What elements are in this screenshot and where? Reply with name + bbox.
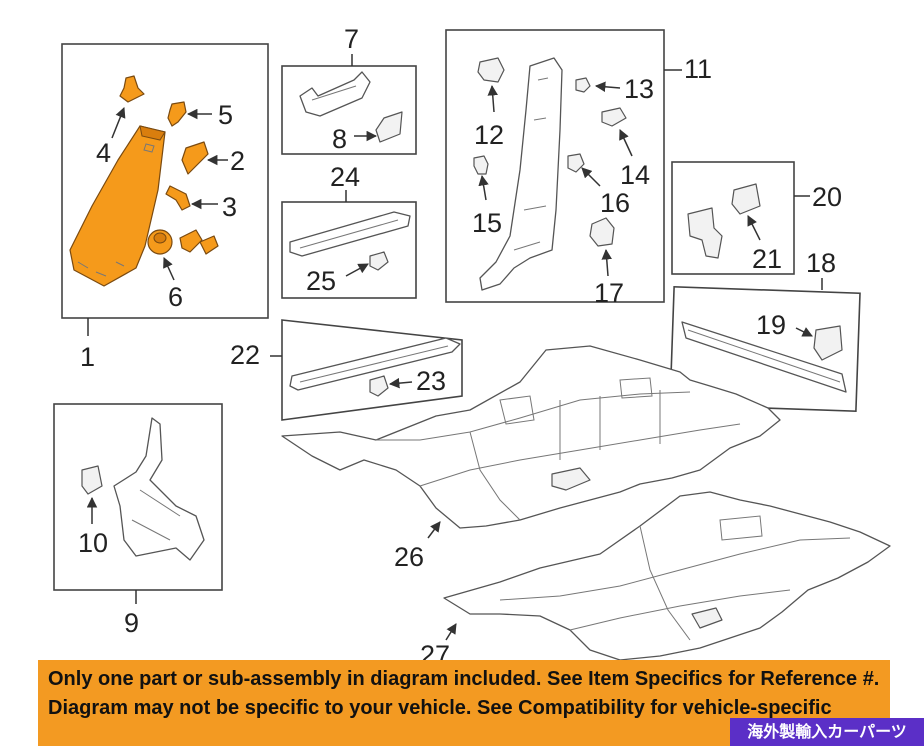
group-11-frame: [445, 29, 665, 303]
callout-20: 20: [812, 182, 842, 212]
floor-carpet-front: [281, 345, 781, 529]
group-24-frame: [281, 201, 417, 299]
group-9-trim-panel: 10 9: [53, 403, 223, 638]
group-20-brackets: 20 21: [671, 161, 842, 275]
part-8-cap: [375, 111, 403, 143]
callout-15: 15: [472, 208, 502, 238]
bracket-20: [687, 207, 723, 259]
part-19-clip: [813, 325, 843, 361]
part-12-clip: [477, 57, 505, 83]
group-7-frame: [281, 65, 417, 155]
group-1-pillar-trim-kit: 4 5 2 3 6 1: [61, 43, 269, 372]
group-18-rocker-trim: 18 19: [669, 248, 861, 413]
disclaimer-line-1: Only one part or sub-assembly in diagram…: [48, 668, 880, 690]
small-clip-b: [199, 235, 219, 255]
part-3-bolt: [165, 185, 191, 211]
pillar-trim-panel: [69, 125, 166, 287]
callout-3: 3: [222, 192, 237, 222]
part-13-screw: [575, 77, 591, 93]
part-14-clip: [601, 107, 627, 127]
callout-12: 12: [474, 120, 504, 150]
callout-26: 26: [394, 542, 424, 572]
part-10-clip: [81, 465, 103, 495]
floor-block: [551, 467, 591, 491]
part-21-clip: [731, 183, 761, 215]
floor-carpet-rear: [443, 491, 891, 661]
rocker-trim-18: [681, 321, 847, 393]
group-7-grab-handle: 7 8: [281, 24, 417, 155]
callout-22: 22: [230, 340, 260, 370]
part-2-bracket: [181, 141, 209, 175]
lower-trim-panel-9: [113, 417, 205, 561]
disclaimer-banner: Only one part or sub-assembly in diagram…: [38, 660, 890, 746]
callout-19: 19: [756, 310, 786, 340]
callout-25: 25: [306, 266, 336, 296]
part-25-clip: [369, 251, 389, 271]
group-20-frame: [671, 161, 795, 275]
floor-covering-26: 26: [281, 345, 781, 572]
group-9-frame: [53, 403, 223, 591]
callout-9: 9: [124, 608, 139, 638]
callout-7: 7: [344, 24, 359, 54]
floor-block-rear: [691, 607, 723, 629]
callout-18: 18: [806, 248, 836, 278]
part-17-bracket: [589, 217, 615, 247]
group-22-frame: [281, 319, 463, 421]
callout-13: 13: [624, 74, 654, 104]
callout-14: 14: [620, 160, 650, 190]
callout-1: 1: [80, 342, 95, 372]
callout-4: 4: [96, 138, 111, 168]
grab-handle: [299, 71, 371, 117]
callout-5: 5: [218, 100, 233, 130]
part-4-clip: [119, 75, 145, 103]
part-23-clip: [369, 375, 389, 397]
callout-16: 16: [600, 188, 630, 218]
group-24-sill-plate: 24 25: [281, 162, 417, 299]
b-pillar-trim-panel: [479, 57, 563, 291]
callout-6: 6: [168, 282, 183, 312]
callout-11: 11: [684, 54, 712, 84]
floor-covering-27: 27: [420, 491, 891, 670]
callout-24: 24: [330, 162, 360, 192]
callout-8: 8: [332, 124, 347, 154]
callout-10: 10: [78, 528, 108, 558]
callout-2: 2: [230, 146, 245, 176]
group-1-frame: [61, 43, 269, 319]
callout-23: 23: [416, 366, 446, 396]
part-5-push-pin: [167, 101, 187, 127]
small-clip-a: [179, 229, 203, 253]
callout-21: 21: [752, 244, 782, 274]
shop-watermark-tag: 海外製輸入カーパーツ: [730, 718, 924, 746]
part-16-screw: [567, 153, 585, 173]
group-11-b-pillar-trim: 11 12 13 14 15 16 17: [445, 29, 712, 308]
callout-17: 17: [594, 278, 624, 308]
part-15-screw: [473, 155, 489, 175]
group-22-sill-plate: 22 23: [230, 319, 463, 421]
disclaimer-line-2: Diagram may not be specific to your vehi…: [48, 697, 832, 719]
